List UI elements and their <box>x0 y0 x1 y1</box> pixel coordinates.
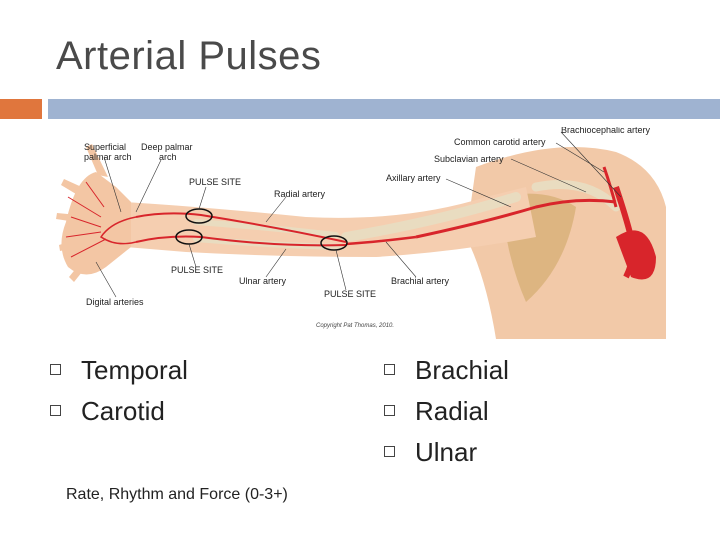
label-brachial-artery: Brachial artery <box>391 276 450 286</box>
label-radial-artery: Radial artery <box>274 189 326 199</box>
pulse-site-brachial-ring <box>320 235 348 251</box>
leader-ulnar <box>265 248 287 278</box>
label-subclavian-artery: Subclavian artery <box>434 154 504 164</box>
leader-common-carotid <box>555 142 605 173</box>
footnote-text: Rate, Rhythm and Force (0-3+) <box>66 486 288 503</box>
leader-digital <box>95 261 117 298</box>
label-pulse-site-bottom-left: PULSE SITE <box>171 265 223 275</box>
label-copyright: Copyright Pat Thomas, 2010. <box>316 323 394 329</box>
slide-title: Arterial Pulses <box>56 34 322 78</box>
label-pulse-site-top: PULSE SITE <box>189 177 241 187</box>
label-ulnar-artery: Ulnar artery <box>239 276 287 286</box>
leader-pulse-bottom-right <box>335 249 347 291</box>
leader-radial <box>265 196 287 223</box>
bullet-temporal: Temporal <box>50 350 188 391</box>
ulnar-vessel <box>135 235 347 247</box>
square-bullet-icon <box>50 364 61 375</box>
leader-pulse-top <box>198 186 207 210</box>
leader-brachial <box>385 241 417 278</box>
square-bullet-icon <box>384 364 395 375</box>
radius-bone <box>193 219 339 238</box>
finger-2 <box>61 179 86 197</box>
common-carotid-vessel <box>602 166 618 208</box>
label-pulse-site-bottom-right: PULSE SITE <box>324 289 376 299</box>
finger-4 <box>59 239 78 251</box>
right-bullet-list: Brachial Radial Ulnar <box>384 350 509 473</box>
bullet-radial: Radial <box>384 391 509 432</box>
digital-vessels <box>65 181 107 258</box>
label-axillary-artery: Axillary artery <box>386 173 441 183</box>
leader-superficial-arch <box>103 156 122 213</box>
square-bullet-icon <box>384 405 395 416</box>
square-bullet-icon <box>50 405 61 416</box>
aorta-shape <box>616 230 656 280</box>
humerus-bone <box>341 192 521 242</box>
left-bullet-list: Temporal Carotid <box>50 350 188 432</box>
square-bullet-icon <box>384 446 395 457</box>
accent-bar-orange <box>0 99 42 119</box>
finger-3 <box>56 213 78 222</box>
brachial-vessel <box>345 235 417 246</box>
leader-subclavian <box>510 158 587 193</box>
finger-5 <box>69 261 86 282</box>
leader-pulse-bottom-left <box>188 243 197 268</box>
finger-1 <box>86 144 108 177</box>
bullet-brachial: Brachial <box>384 350 509 391</box>
leader-brachiocephalic <box>560 131 622 198</box>
label-brachiocephalic-artery: Brachiocephalic artery <box>561 127 651 135</box>
leader-axillary <box>445 178 512 208</box>
leader-deep-arch <box>135 159 162 213</box>
hand-shape <box>61 172 131 275</box>
bullet-ulnar: Ulnar <box>384 432 509 473</box>
palmar-arch-vessel <box>99 216 137 245</box>
subclavian-axillary-vessel <box>415 198 617 239</box>
bullet-carotid: Carotid <box>50 391 188 432</box>
accent-bar-blue <box>48 99 720 119</box>
label-common-carotid-artery: Common carotid artery <box>454 137 546 147</box>
label-digital-arteries: Digital arteries <box>86 297 144 307</box>
